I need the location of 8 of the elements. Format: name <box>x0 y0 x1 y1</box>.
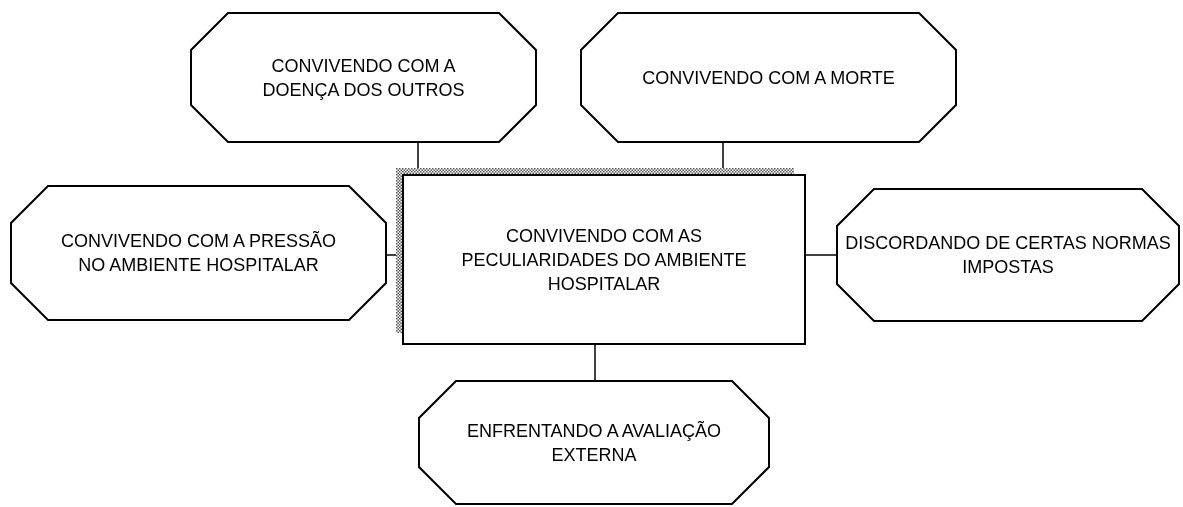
connector-line <box>594 344 596 381</box>
node-label: ENFRENTANDO A AVALIAÇÃO EXTERNA <box>465 419 723 467</box>
node-label: CONVIVENDO COM A MORTE <box>641 66 896 90</box>
node-label: DISCORDANDO DE CERTAS NORMAS IMPOSTAS <box>844 232 1172 279</box>
node-label: CONVIVENDO COM A PRESSÃO NO AMBIENTE HOSPITALAR <box>59 230 338 277</box>
node-label: CONVIVENDO COM AS PECULIARIDADES DO AMBIENTE HOSPITALAR <box>460 224 748 296</box>
node-label: CONVIVENDO COM A DOENÇA DOS OUTROS <box>261 54 466 102</box>
connector-line <box>805 254 837 256</box>
